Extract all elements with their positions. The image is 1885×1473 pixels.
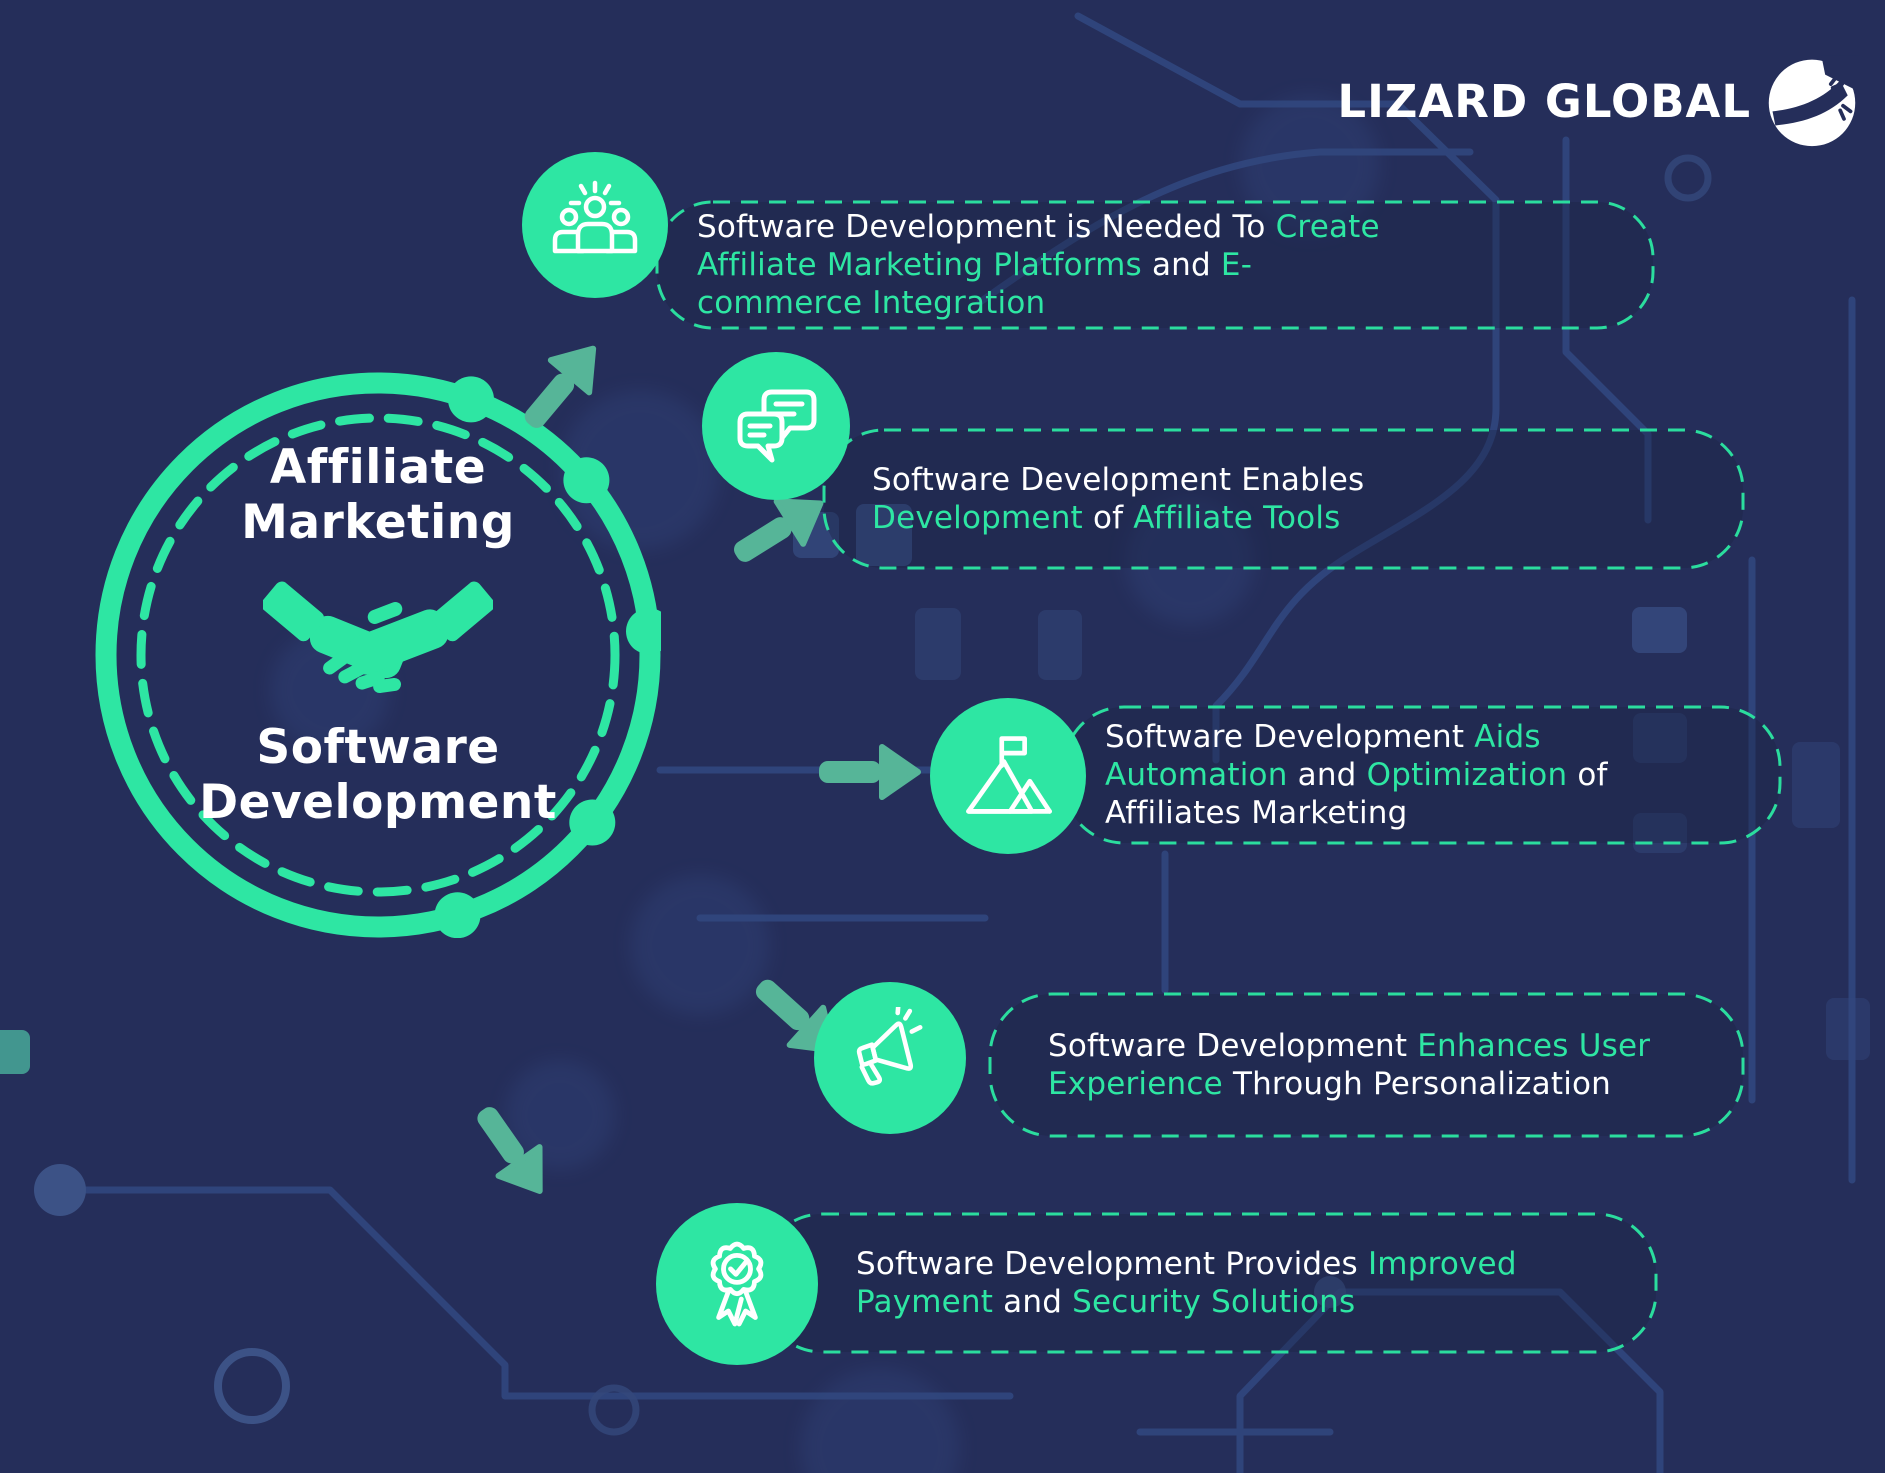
callout-1-icon-circle — [522, 152, 668, 298]
mountain-flag-icon — [966, 736, 1052, 814]
award-badge-icon — [710, 1241, 764, 1327]
callout-4-icon-circle — [814, 982, 966, 1134]
handshake-icon — [263, 581, 493, 694]
arrow-to-callout-1 — [524, 345, 597, 428]
chat-bubbles-icon — [737, 389, 817, 463]
hub-bottom-label: Software Development — [199, 720, 557, 830]
megaphone-icon — [856, 1007, 923, 1086]
arrow-to-callout-2 — [734, 498, 824, 562]
callout-3-icon-circle — [930, 698, 1086, 854]
callout-1-box: Software Development is Needed To Create… — [655, 200, 1697, 330]
brand-logo: LIZARD GLOBAL — [1337, 54, 1859, 148]
team-icon — [552, 180, 638, 254]
ring-dots — [434, 376, 661, 938]
arrow-to-callout-3 — [819, 744, 921, 800]
hub-top-label: Affiliate Marketing — [241, 440, 515, 550]
arrow-to-callout-5 — [477, 1107, 543, 1194]
callout-5-icon-circle — [656, 1203, 818, 1365]
lizard-circle-icon — [1768, 55, 1859, 147]
callout-1-text: Software Development is Needed To Create… — [697, 209, 1380, 321]
brand-name: LIZARD GLOBAL — [1337, 74, 1751, 128]
hub-ring — [95, 372, 661, 938]
central-circle: Affiliate Marketing Software Development — [95, 372, 661, 938]
callout-2-icon-circle — [702, 352, 850, 500]
